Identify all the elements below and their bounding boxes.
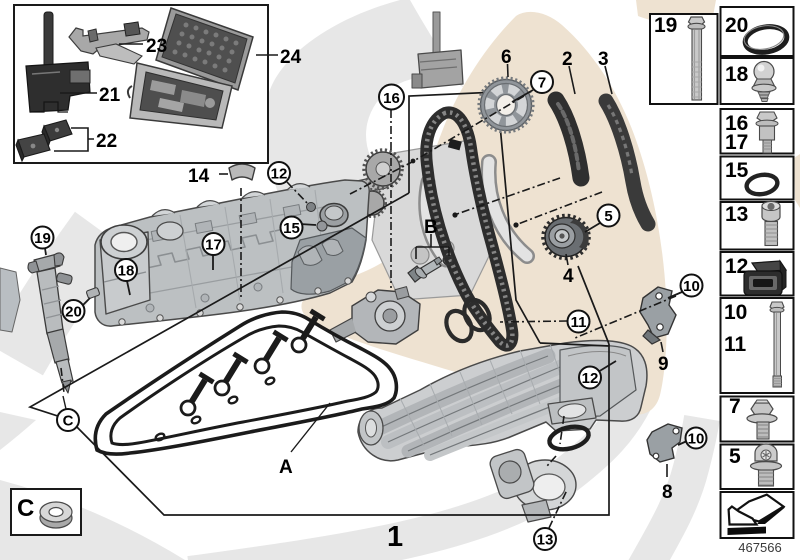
svg-text:10: 10: [683, 278, 700, 295]
svg-text:11: 11: [724, 333, 747, 356]
svg-text:20: 20: [65, 304, 82, 321]
svg-text:24: 24: [280, 47, 302, 68]
svg-text:20: 20: [725, 14, 748, 37]
svg-text:15: 15: [725, 159, 749, 182]
svg-text:7: 7: [538, 75, 546, 92]
svg-text:5: 5: [604, 208, 612, 225]
svg-text:12: 12: [582, 370, 599, 387]
svg-text:17: 17: [205, 237, 222, 254]
svg-text:12: 12: [271, 166, 288, 183]
svg-text:23: 23: [146, 36, 167, 57]
svg-text:1: 1: [387, 521, 403, 553]
svg-text:10: 10: [724, 301, 747, 324]
svg-text:15: 15: [283, 220, 300, 237]
svg-text:19: 19: [34, 230, 51, 247]
svg-text:5: 5: [729, 445, 741, 468]
svg-text:10: 10: [688, 431, 705, 448]
svg-text:22: 22: [96, 131, 117, 152]
svg-text:467566: 467566: [738, 540, 781, 555]
svg-text:19: 19: [654, 14, 677, 37]
svg-text:12: 12: [725, 255, 748, 278]
svg-text:8: 8: [662, 482, 673, 503]
svg-text:21: 21: [99, 85, 121, 106]
svg-text:13: 13: [725, 203, 748, 226]
svg-text:18: 18: [725, 63, 749, 86]
svg-text:3: 3: [598, 49, 609, 70]
svg-text:9: 9: [658, 354, 669, 375]
svg-text:2: 2: [562, 49, 573, 70]
svg-text:13: 13: [537, 532, 554, 549]
svg-text:11: 11: [571, 314, 587, 331]
svg-text:7: 7: [729, 395, 741, 418]
svg-text:14: 14: [188, 166, 210, 187]
svg-text:B: B: [424, 217, 438, 238]
svg-text:18: 18: [118, 263, 135, 280]
svg-text:A: A: [279, 457, 293, 478]
svg-text:16: 16: [725, 112, 748, 135]
svg-text:C: C: [17, 495, 34, 522]
svg-text:6: 6: [501, 47, 512, 68]
svg-text:C: C: [63, 413, 74, 430]
svg-text:17: 17: [725, 131, 748, 154]
svg-text:16: 16: [383, 90, 400, 107]
svg-text:4: 4: [563, 266, 574, 287]
